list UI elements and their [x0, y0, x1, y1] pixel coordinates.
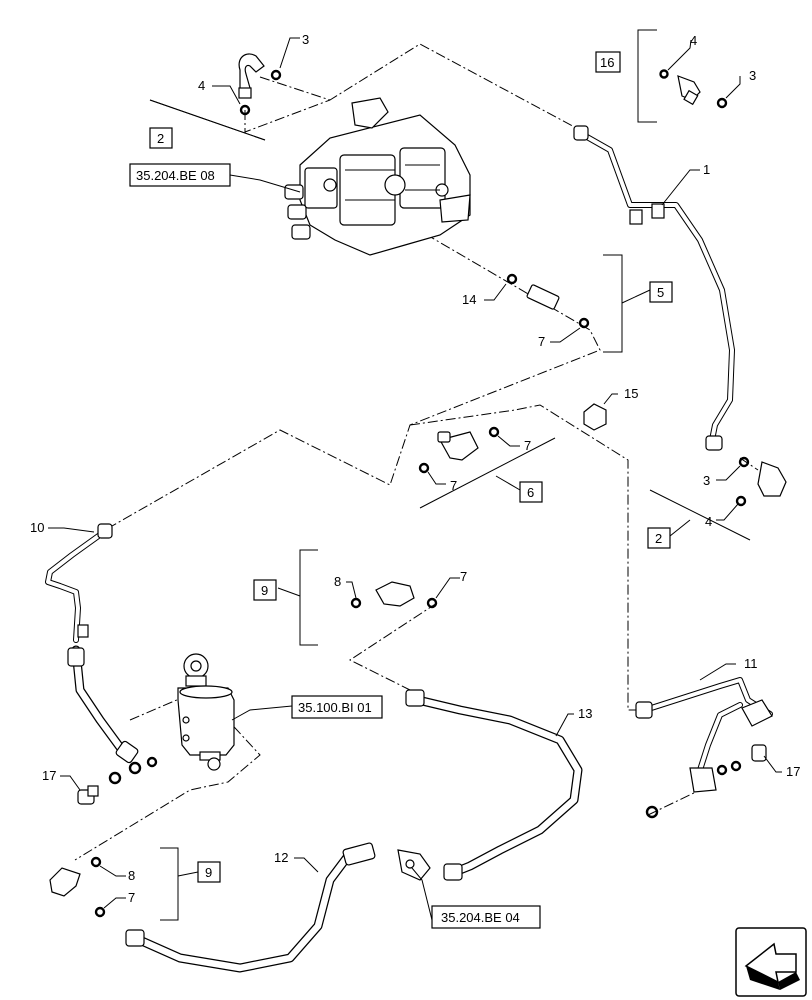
port-fitting-17-left[interactable]: [77, 756, 158, 805]
callout-8-kit9-upper: 8: [334, 574, 341, 589]
kit-box-2-right: 2: [655, 531, 662, 546]
elbow-fitting-right[interactable]: [735, 456, 787, 507]
tube-11[interactable]: [635, 677, 773, 793]
hose-13[interactable]: [405, 689, 583, 881]
callout-17-left: 17: [42, 768, 56, 783]
kit-box-9-upper: 9: [261, 583, 268, 598]
callout-4-right: 4: [705, 514, 712, 529]
callout-3-right: 3: [703, 473, 710, 488]
tube-10[interactable]: [45, 523, 139, 764]
reference-boxes: 35.204.BE 08 35.100.BI 01 35.204.BE 04: [129, 163, 541, 929]
navigation-arrow-icon[interactable]: [735, 927, 807, 997]
elbow-fitting-top[interactable]: [238, 53, 265, 99]
callout-10: 10: [30, 520, 44, 535]
ref-hose: 35.204.BE 04: [441, 910, 520, 925]
callout-7-kit5: 7: [538, 334, 545, 349]
callout-3-top: 3: [302, 32, 309, 47]
kit-box-5: 5: [657, 285, 664, 300]
cap-15[interactable]: [583, 403, 607, 431]
kit-9-elbow-lower[interactable]: [49, 856, 106, 918]
kit-brackets: [149, 29, 751, 921]
callout-8-kit9-lower: 8: [128, 868, 135, 883]
kit-9-elbow-upper[interactable]: [350, 581, 438, 609]
control-valve-block[interactable]: [284, 97, 471, 256]
callout-3-kit16: 3: [749, 68, 756, 83]
leader-lines: [48, 37, 782, 921]
o-ring-3-kit16: [716, 97, 728, 109]
callout-13: 13: [578, 706, 592, 721]
hydraulic-cylinder[interactable]: [177, 653, 235, 771]
callout-11: 11: [744, 656, 758, 671]
kit-boxes: 2 16 5 6 2 9 9: [149, 51, 673, 883]
callout-15: 15: [624, 386, 638, 401]
callout-4-top: 4: [198, 78, 205, 93]
callout-labels: 3 4 4 3 1 14 7 15 7 7 3 4 10 8 7 11 13 1…: [30, 32, 800, 905]
kit-box-6: 6: [527, 485, 534, 500]
callout-7-kit9-upper: 7: [460, 569, 467, 584]
ref-cylinder: 35.100.BI 01: [298, 700, 372, 715]
tube-1[interactable]: [573, 125, 735, 451]
callout-17-right: 17: [786, 764, 800, 779]
kit-6-tee-fitting[interactable]: [418, 426, 500, 474]
hose-connector-fitting[interactable]: [397, 849, 431, 881]
callout-4-kit16: 4: [690, 33, 697, 48]
callout-12: 12: [274, 850, 288, 865]
callout-1: 1: [703, 162, 710, 177]
callout-7-kit9-lower: 7: [128, 890, 135, 905]
ref-valve: 35.204.BE 08: [136, 168, 215, 183]
callout-7-kit6-left: 7: [450, 478, 457, 493]
hose-12[interactable]: [125, 842, 376, 973]
port-fitting-17-right[interactable]: [645, 744, 767, 819]
callout-7-kit6-right: 7: [524, 438, 531, 453]
kit-box-9-lower: 9: [205, 865, 212, 880]
kit-5-fitting[interactable]: [506, 273, 590, 329]
kit-16-fitting[interactable]: [677, 75, 701, 106]
o-ring-4-kit16: [659, 69, 669, 79]
callout-14: 14: [462, 292, 476, 307]
kit-box-16: 16: [600, 55, 614, 70]
kit-box-2-top: 2: [157, 131, 164, 146]
o-ring-3-top: [270, 69, 282, 81]
o-ring-4-top: [239, 104, 251, 116]
